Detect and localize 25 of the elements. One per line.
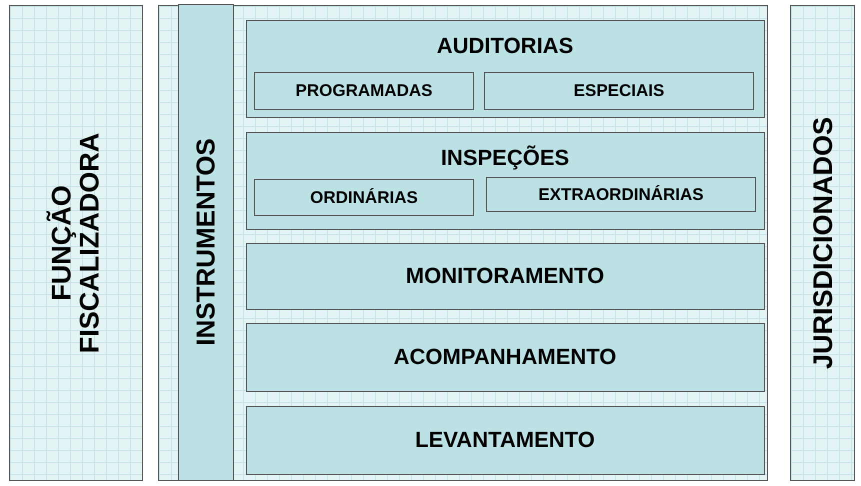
- category-box: [246, 132, 764, 230]
- sub-box: [254, 179, 474, 216]
- container-panel: [158, 5, 768, 481]
- box-label: ACOMPANHAMENTO: [392, 344, 618, 370]
- box-label: LEVANTAMENTO: [414, 427, 596, 453]
- sub-box: [486, 177, 756, 212]
- box-label: EXTRAORDINÁRIAS: [537, 184, 705, 204]
- sub-box: [254, 72, 474, 110]
- vertical-label: INSTRUMENTOS: [192, 138, 220, 346]
- side-panel: [790, 5, 855, 481]
- box-label: PROGRAMADAS: [294, 81, 434, 101]
- box-label: ORDINÁRIAS: [309, 188, 419, 208]
- category-box: [178, 4, 234, 480]
- vertical-label: JURISDICIONADOS: [808, 116, 837, 370]
- vertical-label: FUNÇÃO FISCALIZADORA: [48, 132, 104, 356]
- box-heading: AUDITORIAS: [436, 32, 574, 58]
- box-label: MONITORAMENTO: [404, 263, 606, 289]
- sub-box: [484, 72, 754, 110]
- category-box: [246, 406, 764, 474]
- box-heading: INSPEÇÕES: [440, 144, 570, 170]
- category-box: [246, 322, 764, 392]
- category-box: [246, 242, 764, 310]
- side-panel: [9, 5, 143, 481]
- box-label: ESPECIAIS: [572, 81, 666, 101]
- category-box: [246, 20, 764, 118]
